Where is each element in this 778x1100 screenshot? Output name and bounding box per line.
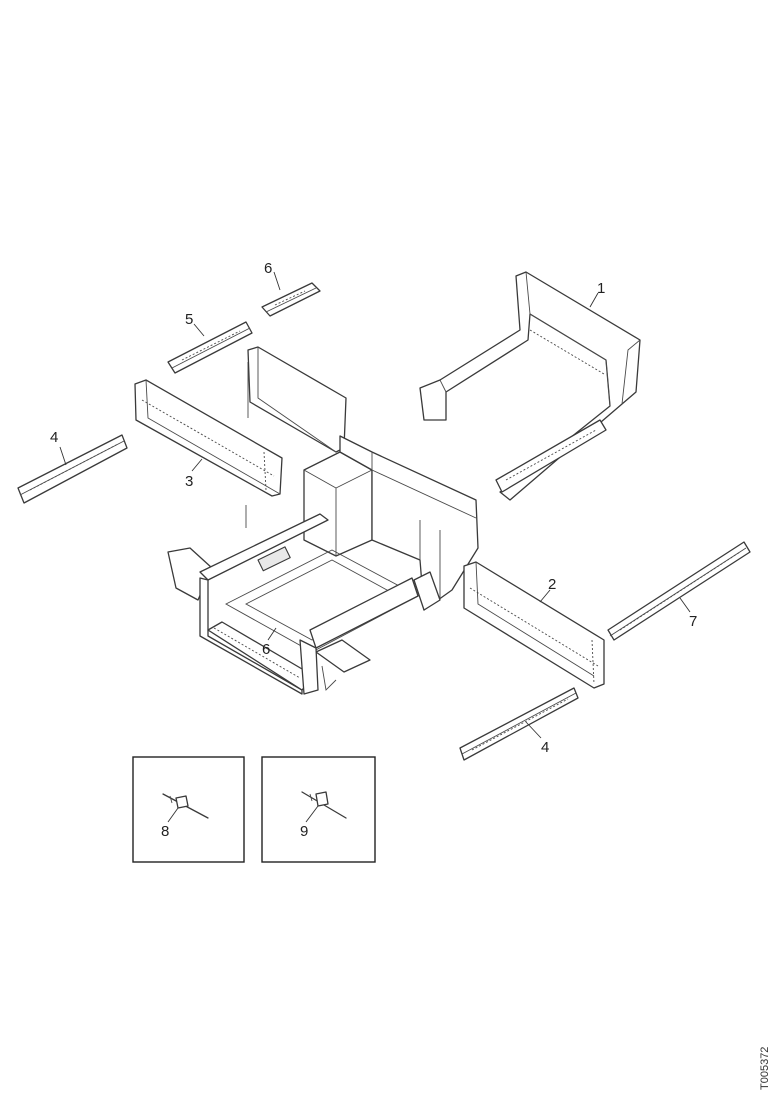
callout-part-4-right: 4 xyxy=(541,739,549,756)
callout-part-9: 9 xyxy=(300,823,308,840)
leader-9 xyxy=(305,805,319,823)
part-5-bracket xyxy=(167,321,253,374)
leader-2 xyxy=(539,589,551,603)
leader-4-right xyxy=(525,721,542,739)
leader-1 xyxy=(589,292,599,308)
part-2-panel xyxy=(463,561,605,689)
callout-part-2: 2 xyxy=(548,576,556,593)
part-3-panel xyxy=(134,379,283,497)
callout-part-5: 5 xyxy=(185,311,193,328)
part-4-right-rail xyxy=(459,687,579,761)
inset-box-part-8 xyxy=(132,756,245,863)
part-4-left-rail xyxy=(17,434,128,504)
part-8-fastener xyxy=(162,793,209,819)
leader-5 xyxy=(193,323,205,337)
document-id: T005372 xyxy=(759,1047,771,1090)
callout-part-4-left: 4 xyxy=(50,429,58,446)
leader-6-top xyxy=(273,271,281,291)
part-1-side-frame xyxy=(419,271,641,501)
callout-part-6-top: 6 xyxy=(264,260,272,277)
callout-part-8: 8 xyxy=(161,823,169,840)
callout-part-7: 7 xyxy=(689,613,697,630)
inset-box-part-9 xyxy=(261,756,376,863)
leader-8 xyxy=(167,807,179,823)
callout-part-6-frame: 6 xyxy=(262,641,270,658)
leader-6-frame xyxy=(267,627,277,641)
part-6-main-frame xyxy=(167,346,479,695)
leader-3 xyxy=(191,458,203,472)
part-9-fastener xyxy=(301,791,347,819)
callout-part-3: 3 xyxy=(185,473,193,490)
callout-part-1: 1 xyxy=(597,280,605,297)
leader-7 xyxy=(679,597,691,613)
part-7-rail xyxy=(607,541,751,641)
part-6-bracket xyxy=(261,282,321,317)
leader-4-left xyxy=(59,446,67,466)
